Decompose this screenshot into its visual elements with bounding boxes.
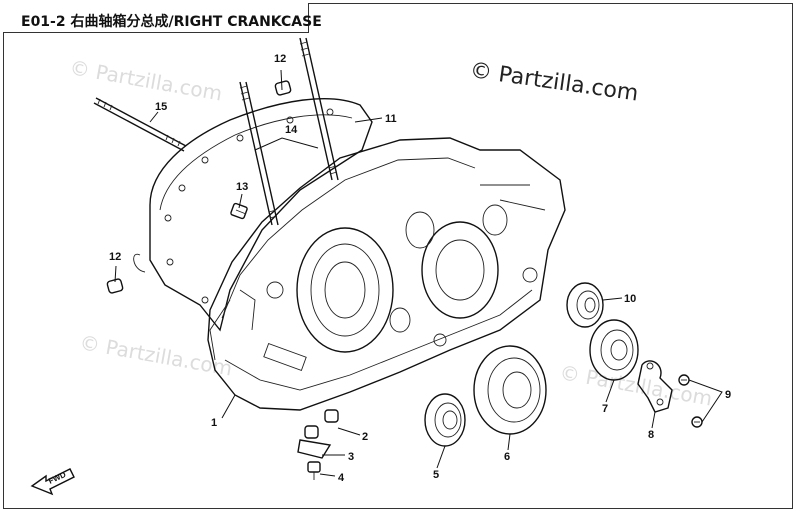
leader-lines <box>114 69 723 477</box>
callout-12-left: 12 <box>109 251 121 263</box>
callout-7: 7 <box>602 403 608 415</box>
forward-arrow-icon: FWD <box>30 468 75 496</box>
drain-plugs[interactable] <box>304 409 339 439</box>
bearing-large[interactable] <box>473 345 547 435</box>
retainer-screws[interactable] <box>678 374 703 428</box>
hex-bolt[interactable] <box>307 461 321 480</box>
callout-1: 1 <box>211 417 217 429</box>
callout-4: 4 <box>338 472 345 484</box>
callout-2: 2 <box>362 431 368 443</box>
fwd-label: FWD <box>47 470 68 486</box>
crankcase-gasket[interactable] <box>133 97 373 332</box>
callout-15: 15 <box>155 101 167 113</box>
bearing-retainer-plate[interactable] <box>637 360 673 413</box>
callout-labels: 1 2 3 4 5 6 7 8 9 10 11 12 12 13 14 15 <box>109 53 731 484</box>
callout-11: 11 <box>385 113 397 125</box>
right-crankcase-body[interactable] <box>207 137 566 411</box>
bearing-small[interactable] <box>424 393 466 447</box>
diagram-title: E01-2 右曲轴箱分总成/RIGHT CRANKCASE <box>21 14 322 30</box>
title-box: E01-2 右曲轴箱分总成/RIGHT CRANKCASE <box>3 3 322 33</box>
diagram-frame <box>3 3 793 509</box>
callout-14: 14 <box>285 124 298 136</box>
dowel-pin-left[interactable] <box>106 278 124 294</box>
callout-10: 10 <box>624 293 636 305</box>
bearing-medium[interactable] <box>589 319 639 381</box>
long-stud-bolt[interactable] <box>93 97 187 152</box>
callout-13: 13 <box>236 181 248 193</box>
cylinder-stud-bolts[interactable] <box>239 37 339 226</box>
breather-fitting[interactable] <box>230 202 248 220</box>
callout-12-upper: 12 <box>274 53 286 65</box>
callout-3: 3 <box>348 451 354 463</box>
callout-8: 8 <box>648 429 654 441</box>
callout-6: 6 <box>504 451 510 463</box>
dowel-pin-upper[interactable] <box>274 80 292 96</box>
plug-bracket[interactable] <box>297 439 332 459</box>
callout-5: 5 <box>433 469 439 481</box>
callout-9: 9 <box>725 389 731 401</box>
bearing-upper[interactable] <box>566 282 604 328</box>
